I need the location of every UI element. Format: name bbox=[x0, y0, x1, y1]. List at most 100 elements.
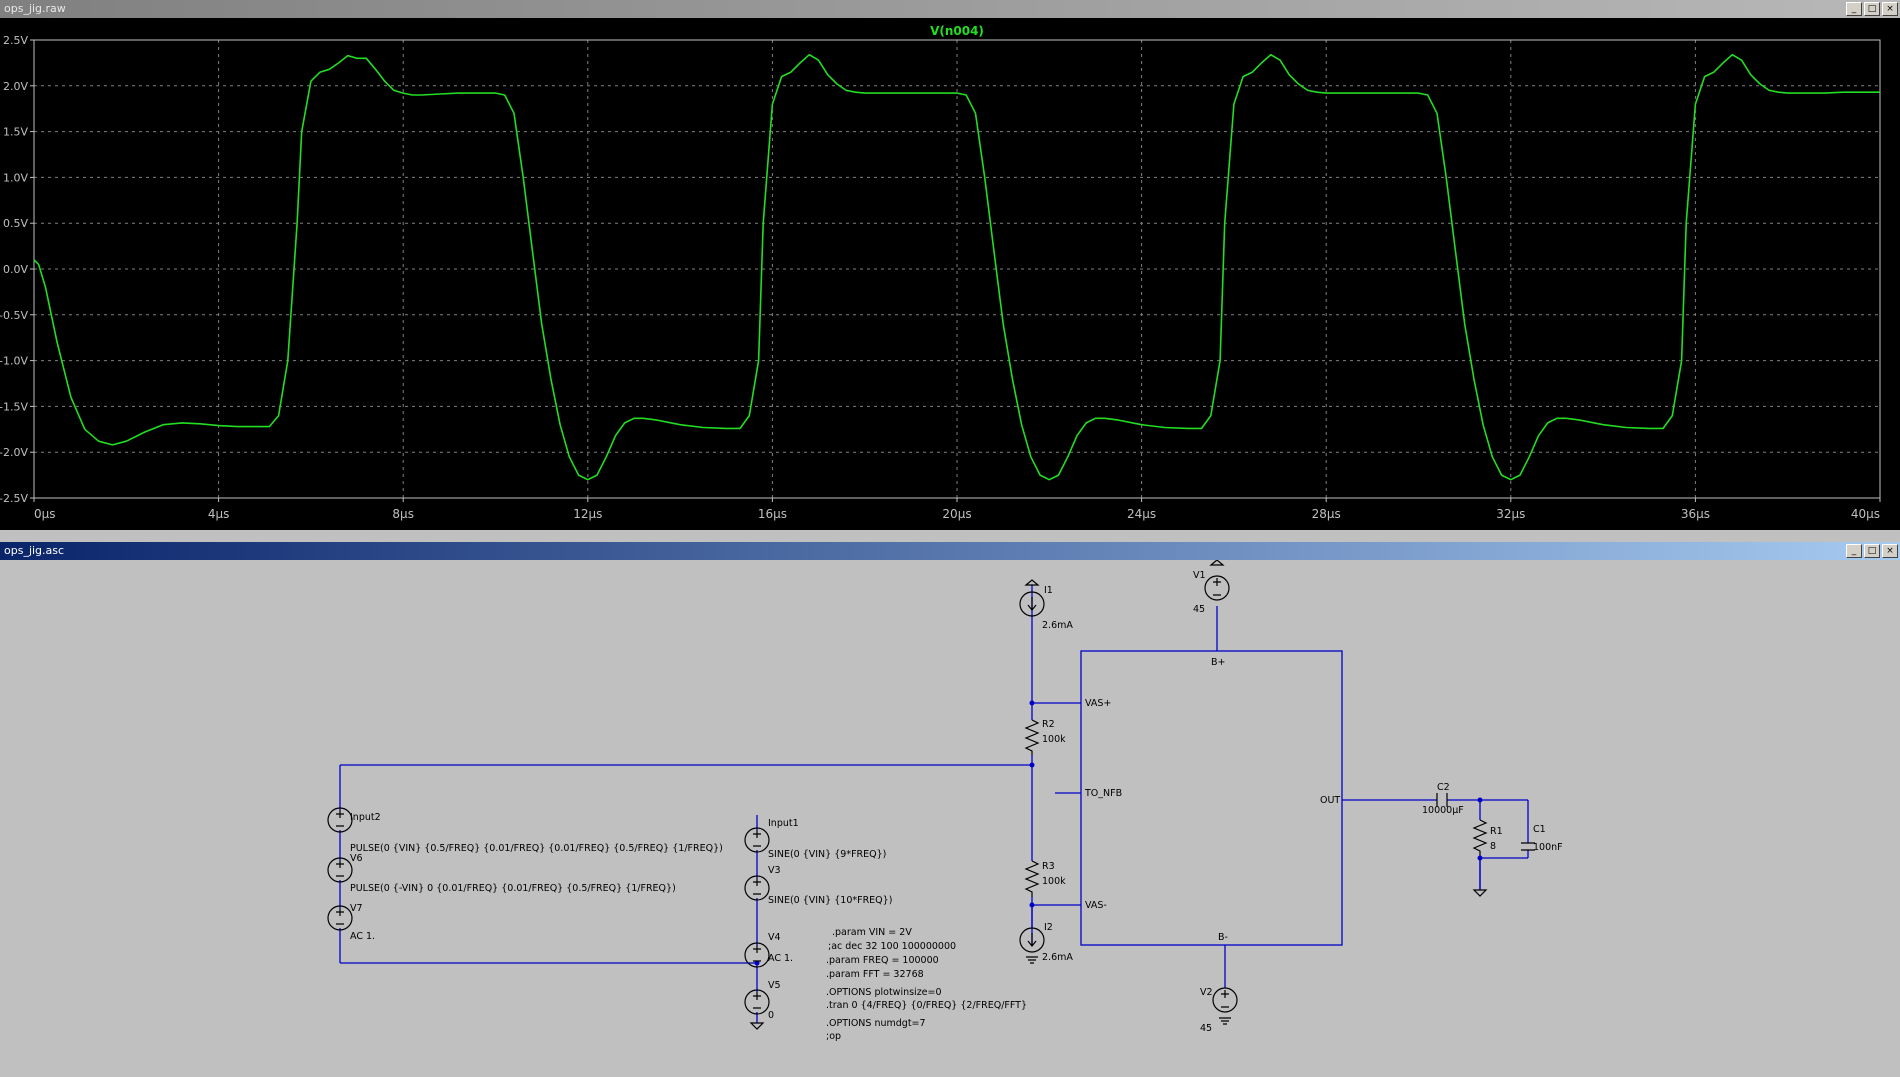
x-tick-label: 0µs bbox=[34, 507, 56, 521]
schematic-minimize-button[interactable]: _ bbox=[1846, 544, 1862, 558]
trace-layer[interactable] bbox=[33, 53, 1880, 481]
x-tick-label: 24µs bbox=[1127, 507, 1156, 521]
resistor-r1[interactable] bbox=[1472, 819, 1488, 855]
v5-name: V5 bbox=[768, 980, 781, 991]
input1-label: Input1 bbox=[768, 818, 799, 829]
v2-name: V2 bbox=[1200, 987, 1213, 998]
y-tick-label: -1.0V bbox=[0, 355, 28, 368]
amplifier-block[interactable] bbox=[1080, 650, 1343, 946]
directive-line[interactable]: .tran 0 {4/FREQ} {0/FREQ} {2/FREQ/FFT} bbox=[826, 1000, 1027, 1011]
waveform-chart[interactable]: V(n004) 2.5V2.0V1.5V1.0V0.5V0.0V-0.5V-1.… bbox=[0, 18, 1900, 530]
current-source-i1[interactable] bbox=[1019, 579, 1045, 617]
x-tick-label: 16µs bbox=[758, 507, 787, 521]
v4-value: AC 1. bbox=[768, 953, 793, 964]
plot-grid bbox=[34, 40, 1880, 498]
waveform-minimize-button[interactable]: _ bbox=[1846, 2, 1862, 16]
pin-out: OUT bbox=[1320, 795, 1340, 806]
v3-name: V3 bbox=[768, 865, 781, 876]
schematic-window-title: ops_jig.asc bbox=[4, 544, 65, 557]
v7-value: AC 1. bbox=[350, 931, 375, 942]
v3-value: SINE(0 {VIN} {10*FREQ}) bbox=[768, 895, 892, 906]
y-tick-label: -0.5V bbox=[0, 309, 28, 322]
directive-line[interactable]: .param VIN = 2V bbox=[832, 927, 912, 938]
c1-name: C1 bbox=[1533, 824, 1546, 835]
input2-label: Input2 bbox=[350, 812, 381, 823]
r3-value: 100k bbox=[1042, 876, 1066, 887]
voltage-source-v3[interactable] bbox=[744, 875, 770, 901]
input2-value: PULSE(0 {VIN} {0.5/FREQ} {0.01/FREQ} {0.… bbox=[350, 843, 723, 854]
y-tick-label: 2.5V bbox=[3, 34, 28, 47]
voltage-source-v7[interactable] bbox=[327, 905, 353, 931]
y-tick-label: 2.0V bbox=[3, 80, 28, 93]
current-source-i2[interactable] bbox=[1019, 927, 1045, 964]
waveform-maximize-button[interactable]: □ bbox=[1864, 2, 1880, 16]
y-tick-label: 1.5V bbox=[3, 126, 28, 139]
y-tick-label: -2.5V bbox=[0, 492, 28, 505]
c2-name: C2 bbox=[1437, 782, 1450, 793]
v4-name: V4 bbox=[768, 932, 781, 943]
i2-value: 2.6mA bbox=[1042, 952, 1073, 963]
capacitor-c1[interactable] bbox=[1521, 842, 1535, 851]
voltage-source-input2[interactable] bbox=[327, 807, 353, 833]
chart-title[interactable]: V(n004) bbox=[930, 24, 984, 38]
waveform-close-button[interactable]: × bbox=[1882, 2, 1898, 16]
directive-line[interactable]: .OPTIONS numdgt=7 bbox=[826, 1018, 926, 1029]
i2-name: I2 bbox=[1044, 922, 1053, 933]
x-tick-label: 8µs bbox=[392, 507, 414, 521]
voltage-source-v6[interactable] bbox=[327, 857, 353, 883]
directive-line[interactable]: .param FFT = 32768 bbox=[826, 969, 924, 980]
junctions bbox=[754, 700, 1483, 966]
r1-name: R1 bbox=[1490, 826, 1503, 837]
directive-line[interactable]: .param FREQ = 100000 bbox=[826, 955, 939, 966]
schematic-maximize-button[interactable]: □ bbox=[1864, 544, 1880, 558]
pin-vasminus: VAS- bbox=[1085, 900, 1107, 911]
y-tick-label: -1.5V bbox=[0, 400, 28, 413]
directive-line[interactable]: ;ac dec 32 100 100000000 bbox=[828, 941, 956, 952]
waveform-window-titlebar[interactable]: ops_jig.raw _ □ × bbox=[0, 0, 1900, 18]
r1-value: 8 bbox=[1490, 841, 1496, 852]
resistor-r2[interactable] bbox=[1024, 719, 1040, 755]
capacitor-c2[interactable] bbox=[1436, 793, 1448, 807]
spice-directives[interactable]: .param VIN = 2V ;ac dec 32 100 100000000… bbox=[826, 927, 1027, 1042]
schematic-close-button[interactable]: × bbox=[1882, 544, 1898, 558]
voltage-source-v5[interactable] bbox=[744, 989, 770, 1030]
trace-vn004[interactable] bbox=[33, 53, 1880, 481]
v2-value: 45 bbox=[1200, 1023, 1212, 1034]
y-tick-label: 1.0V bbox=[3, 171, 28, 184]
voltage-source-v2[interactable] bbox=[1212, 987, 1238, 1025]
directive-line[interactable]: .OPTIONS plotwinsize=0 bbox=[826, 987, 942, 998]
directive-line[interactable]: ;op bbox=[826, 1031, 841, 1042]
r2-name: R2 bbox=[1042, 719, 1055, 730]
schematic-canvas[interactable]: V1 45 V2 45 I1 2.6mA I2 2.6mA R2 100k R3… bbox=[0, 559, 1900, 1073]
voltage-source-v1[interactable] bbox=[1204, 559, 1230, 601]
resistor-r3[interactable] bbox=[1024, 860, 1040, 897]
x-tick-label: 40µs bbox=[1851, 507, 1880, 521]
x-tick-label: 32µs bbox=[1496, 507, 1525, 521]
y-tick-label: -2.0V bbox=[0, 446, 28, 459]
v7-name: V7 bbox=[350, 903, 363, 914]
i1-name: I1 bbox=[1044, 585, 1053, 596]
x-tick-label: 36µs bbox=[1681, 507, 1710, 521]
x-tick-label: 28µs bbox=[1312, 507, 1341, 521]
voltage-source-v4[interactable] bbox=[744, 942, 770, 968]
input1-value: SINE(0 {VIN} {9*FREQ}) bbox=[768, 849, 886, 860]
r2-value: 100k bbox=[1042, 734, 1066, 745]
x-tick-label: 4µs bbox=[208, 507, 230, 521]
ground-symbol bbox=[1472, 889, 1488, 897]
schematic-drawing[interactable]: V1 45 V2 45 I1 2.6mA I2 2.6mA R2 100k R3… bbox=[0, 559, 1900, 1073]
v1-value: 45 bbox=[1193, 604, 1205, 615]
v6-value: PULSE(0 {-VIN} 0 {0.01/FREQ} {0.01/FREQ}… bbox=[350, 883, 676, 894]
schematic-window-titlebar[interactable]: ops_jig.asc _ □ × bbox=[0, 542, 1900, 560]
v6-name: V6 bbox=[350, 853, 363, 864]
r3-name: R3 bbox=[1042, 861, 1055, 872]
pin-bminus: B- bbox=[1218, 932, 1228, 943]
v5-value: 0 bbox=[768, 1010, 774, 1021]
waveform-window-title: ops_jig.raw bbox=[4, 2, 66, 15]
y-tick-label: 0.0V bbox=[3, 263, 28, 276]
x-tick-label: 12µs bbox=[573, 507, 602, 521]
pin-tonfb: TO_NFB bbox=[1084, 788, 1122, 799]
i1-value: 2.6mA bbox=[1042, 620, 1073, 631]
voltage-source-input1[interactable] bbox=[744, 827, 770, 853]
